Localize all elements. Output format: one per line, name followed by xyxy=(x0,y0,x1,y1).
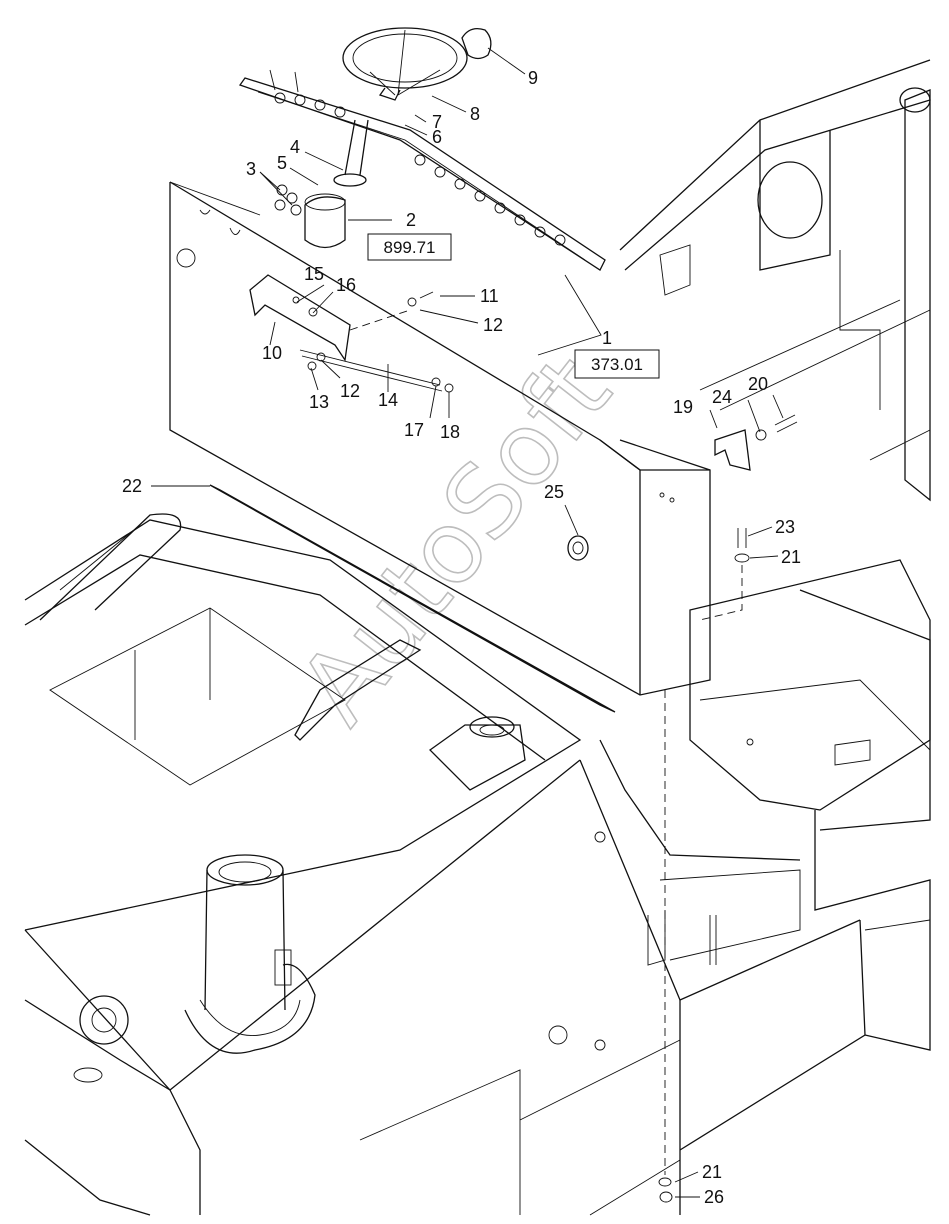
callout-24: 24 xyxy=(712,387,732,407)
gear-knob xyxy=(461,27,492,60)
callout-21b: 21 xyxy=(702,1162,722,1182)
callout-2: 2 xyxy=(406,210,416,230)
callout-labels: 1 2 3 4 5 6 7 8 9 10 11 12 12 13 14 15 1… xyxy=(122,68,801,1207)
callout-5: 5 xyxy=(277,153,287,173)
callout-26: 26 xyxy=(704,1187,724,1207)
callout-25: 25 xyxy=(544,482,564,502)
trim-strip xyxy=(209,484,616,713)
callout-23: 23 xyxy=(775,517,795,537)
callout-13: 13 xyxy=(309,392,329,412)
callout-19: 19 xyxy=(673,397,693,417)
instrument-panel xyxy=(238,69,606,271)
callout-10: 10 xyxy=(262,343,282,363)
grommet xyxy=(567,535,589,561)
reference-label-2: 373.01 xyxy=(591,355,643,374)
callout-12b: 12 xyxy=(340,381,360,401)
steering-valve xyxy=(304,193,346,249)
callout-17: 17 xyxy=(404,420,424,440)
steering-wheel xyxy=(342,27,468,101)
steering-column xyxy=(333,119,369,187)
leader-lines xyxy=(151,47,784,1198)
chassis-frame xyxy=(24,513,931,1216)
callout-22: 22 xyxy=(122,476,142,496)
callout-3: 3 xyxy=(246,159,256,179)
callout-18: 18 xyxy=(440,422,460,442)
callout-20: 20 xyxy=(748,374,768,394)
callout-11: 11 xyxy=(480,286,499,306)
callout-4: 4 xyxy=(290,137,300,157)
rear-frame xyxy=(619,59,931,502)
steering-post-tube xyxy=(184,854,316,1054)
mount-hardware xyxy=(658,414,798,1203)
callout-12a: 12 xyxy=(483,315,503,335)
seat-pedestal xyxy=(428,716,526,791)
reference-box-2: 373.01 xyxy=(574,349,660,379)
callout-21a: 21 xyxy=(781,547,801,567)
callout-7: 7 xyxy=(432,112,442,132)
callout-14: 14 xyxy=(378,390,398,410)
reference-label-1: 899.71 xyxy=(384,238,436,257)
reference-box-1: 899.71 xyxy=(367,233,452,261)
callout-16: 16 xyxy=(336,275,356,295)
callout-15: 15 xyxy=(304,264,324,284)
assembly-lines xyxy=(349,309,743,1175)
callout-6: 6 xyxy=(432,127,442,147)
callout-9: 9 xyxy=(528,68,538,88)
bracket-assembly xyxy=(249,274,454,393)
console-box xyxy=(169,181,711,696)
frame-lug xyxy=(73,995,129,1083)
callout-1: 1 xyxy=(602,328,612,348)
callout-8: 8 xyxy=(470,104,480,124)
